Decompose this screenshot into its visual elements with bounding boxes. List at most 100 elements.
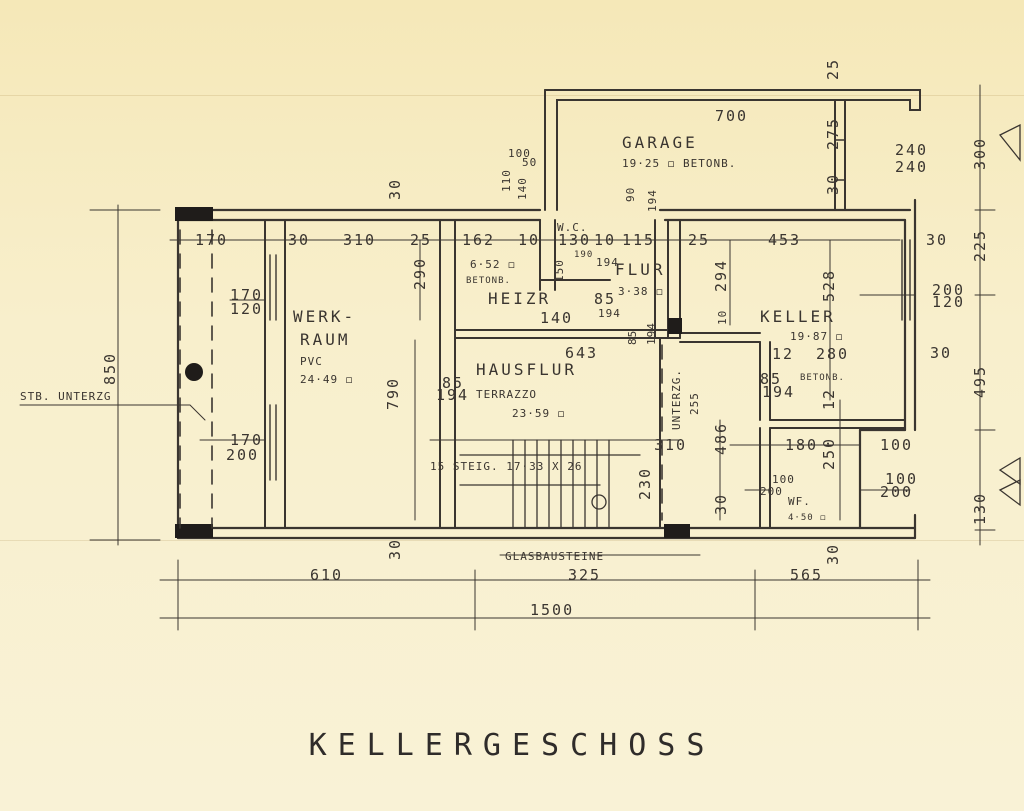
dim: 115 [622,231,655,249]
dim: 10 [594,231,616,249]
dim: 12 [772,345,794,363]
dim: 790 [384,377,402,410]
dim: 194 [598,307,621,320]
dim: 194 [762,383,795,401]
heizr-name: HEIZR [488,289,551,308]
dim: 25 [824,58,842,80]
dim: 150 [553,259,566,282]
werkraum-floor: PVC [300,355,323,368]
dim: 30 [926,231,948,249]
paper-fold [0,95,1024,96]
werkraum-name-1: WERK- [293,307,356,326]
garage-area: 19·25 ◻ BETONB. [622,157,736,170]
dim: 230 [636,467,654,500]
dim: 130 [558,231,591,249]
dim: 325 [568,566,601,584]
dim: 100 [885,470,918,488]
dim: 100 [880,436,913,454]
dim: 25 [410,231,432,249]
dim: 85 [760,370,782,388]
keller-floor: BETONB. [800,373,845,383]
dim: 110 [500,169,513,192]
dim: 30 [824,173,842,195]
dim: 30 [712,493,730,515]
dim: 453 [768,231,801,249]
column-posts [175,207,690,538]
dim: 495 [971,365,989,398]
dim: 610 [310,566,343,584]
dim: 194 [645,322,658,345]
dim: 30 [386,538,404,560]
dim: 25 [688,231,710,249]
garage-walls [544,89,921,211]
werkraum-area: 24·49 ◻ [300,373,353,386]
dim: 310 [654,436,687,454]
dim: 100 [508,147,531,160]
wc-name: W.C. [557,221,588,234]
wc-area: 6·52 ◻ [470,258,516,271]
section-markers [998,123,1021,507]
window-marks [269,139,911,481]
keller-area: 19·87 ◻ [790,330,843,343]
dim: 190 [574,250,593,260]
dim: 194 [646,189,659,212]
wc-floor: BETONB. [466,276,511,286]
wf-area: 4·50 ◻ [788,513,827,523]
paper-fold [0,540,1024,541]
dim: 12 [820,388,838,410]
dim: 162 [462,231,495,249]
dim: 170 [230,431,263,449]
dim: 200 [880,483,913,501]
unterzug-mid-label: UNTERZG. [670,369,683,430]
dim: 85 [442,374,464,392]
dim: 250 [820,437,838,470]
dim: 120 [230,300,263,318]
dim: 486 [712,422,730,455]
dim: 240 [895,158,928,176]
garage-name: GARAGE [622,133,698,152]
outer-walls [176,198,917,540]
dim: 300 [971,137,989,170]
dim: 30 [824,543,842,565]
beam-lines [179,229,663,529]
dim: 140 [540,309,573,327]
dim: 290 [411,257,429,290]
wf-name: WF. [788,495,811,508]
dim: 1500 [530,601,574,619]
dim: 170 [230,286,263,304]
dim: 225 [971,229,989,262]
glass-blocks-label: GLASBAUSTEINE [505,550,604,563]
dim: 294 [712,259,730,292]
dim: 120 [932,293,965,311]
dim: 255 [688,392,701,415]
dim: 200 [932,281,965,299]
dim: 85 [626,330,639,345]
dimension-lines [19,84,996,631]
dim: 565 [790,566,823,584]
dim: 50 [522,156,537,169]
dim: 90 [624,187,637,202]
dim: 30 [386,178,404,200]
dim: 10 [518,231,540,249]
drawing-title: KELLERGESCHOSS [308,728,716,763]
dimension-text: 700 25 275 30 240 240 300 100 50 110 140… [101,58,989,619]
dim: 200 [226,446,259,464]
flur-name: FLUR [615,260,666,279]
dim: 280 [816,345,849,363]
dim: 30 [288,231,310,249]
dim: 700 [715,107,748,125]
stair-treads [459,439,641,529]
dim: 194 [436,386,469,404]
dim: 643 [565,344,598,362]
dim: 10 [716,310,729,325]
werkraum-name-2: RAUM [300,330,351,349]
hausflur-area: 23·59 ◻ [512,407,565,420]
dim: 850 [101,352,119,385]
dim: 275 [824,117,842,150]
dim: 200 [760,485,783,498]
dim: 170 [195,231,228,249]
unterzug-left-label: STB. UNTERZG [20,390,111,403]
stairs-label: 15 STEIG. 17·33 X 26 [430,460,582,473]
dim: 310 [343,231,376,249]
